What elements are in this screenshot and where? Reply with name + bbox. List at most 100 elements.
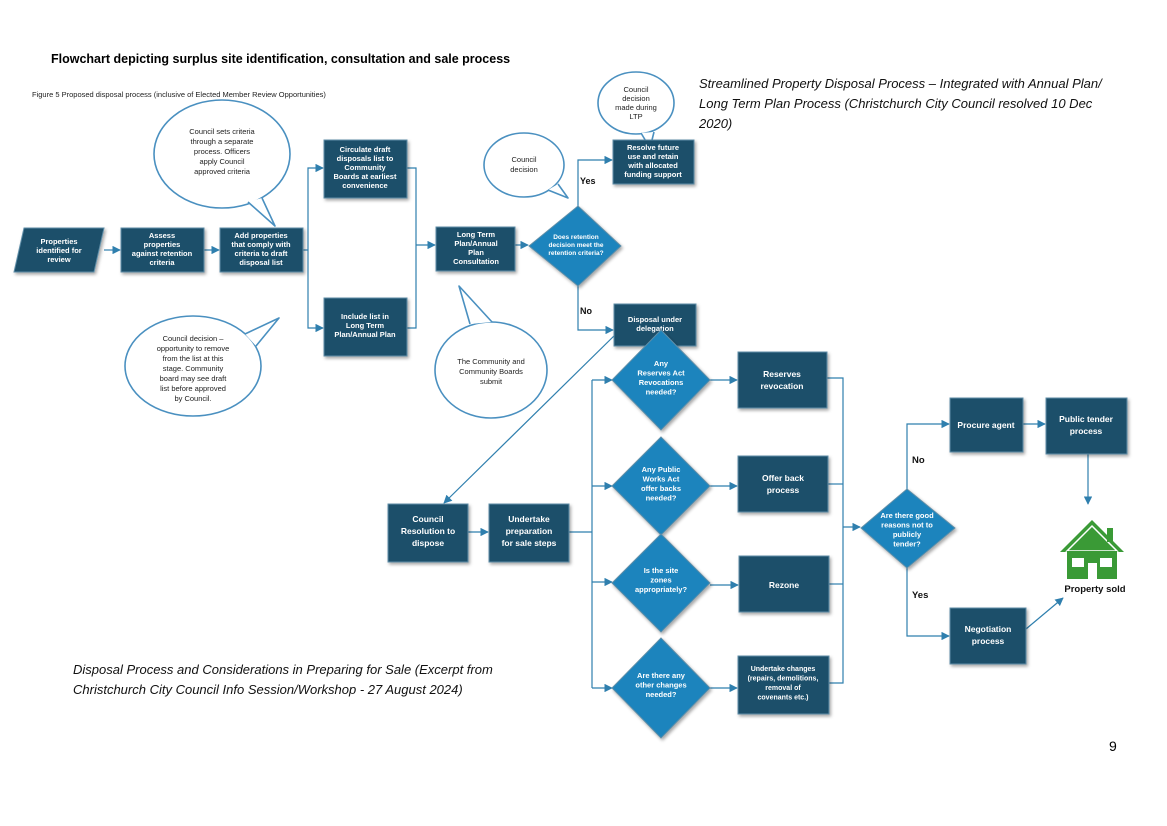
callout-criteria: [153, 99, 291, 227]
undertake-changes-text: Undertake changes (repairs, demolitions, r…: [748, 666, 819, 702]
text-line: process: [1070, 426, 1103, 436]
text-line: Any: [654, 359, 669, 368]
circulate-draft-box: [323, 139, 408, 199]
text-line: Works Act: [643, 475, 680, 484]
text-line: for sale steps: [502, 538, 557, 548]
text-line: against retention: [132, 249, 193, 258]
text-line: Assess: [149, 231, 175, 240]
text-line: Is the site: [644, 566, 679, 575]
text-line: Plan/Annual Plan: [334, 330, 396, 339]
text-line: approved criteria: [194, 167, 251, 176]
text-line: Offer back: [762, 473, 804, 483]
other-changes-diamond: [611, 637, 711, 739]
text-line: needed?: [646, 494, 677, 503]
text-line: Long Term: [346, 321, 385, 330]
text-line: revocation: [761, 381, 804, 391]
label-no-tender: No: [912, 455, 925, 466]
text-line: decision: [510, 165, 538, 174]
text-line: use and retain: [628, 152, 679, 161]
callout-ltp-decision: [597, 71, 675, 149]
text-line: review: [47, 255, 71, 264]
page-title: Flowchart depicting surplus site identif…: [51, 52, 511, 66]
text-line: reasons not to: [881, 521, 933, 530]
text-line: needed?: [646, 388, 677, 397]
text-line: Consultation: [453, 257, 499, 266]
text-line: (repairs, demolitions,: [748, 676, 819, 683]
text-line: list before approved: [160, 384, 226, 393]
text-line: Public tender: [1059, 414, 1114, 424]
text-line: Community: [344, 163, 386, 172]
connector-retention-yes: [577, 155, 613, 206]
text-line: Undertake changes: [751, 666, 816, 673]
property-sold-label: Property sold: [1064, 584, 1125, 595]
page-number: 9: [1109, 738, 1117, 754]
text-line: tender?: [893, 540, 921, 549]
text-line: criteria: [149, 258, 175, 267]
text-line: Properties: [40, 237, 77, 246]
properties-identified-shape: [13, 227, 105, 273]
note-streamlined-process: Streamlined Property Disposal Process – …: [699, 76, 1102, 131]
rezone-box: [738, 555, 830, 613]
text-line: Negotiation: [965, 624, 1012, 634]
text-line: Council: [511, 155, 536, 164]
ltp-consultation-box: [435, 226, 516, 272]
text-line: Procure agent: [957, 420, 1014, 430]
assess-properties-box: [120, 227, 205, 273]
text-line: from the list at this: [163, 354, 224, 363]
text-line: LTP: [629, 112, 642, 121]
text-line: Council decision –: [163, 334, 225, 343]
text-line: Resolve future: [627, 143, 679, 152]
negotiation-box: [949, 607, 1027, 665]
text-line: that comply with: [231, 240, 291, 249]
text-line: by Council.: [174, 394, 211, 403]
procure-agent-box: [949, 397, 1024, 453]
callout-council-decision: [483, 132, 569, 199]
add-properties-box: [219, 227, 304, 273]
public-tender-box: [1045, 397, 1128, 455]
text-line: Any Public: [642, 465, 681, 474]
text-line: removal of: [765, 685, 801, 692]
callouts: [124, 71, 675, 419]
bottom-flow-labels: No Yes: [912, 455, 928, 601]
undertake-prep-box: [488, 503, 570, 563]
connector-split-include: [307, 250, 324, 333]
text-line: apply Council: [199, 157, 244, 166]
text-line: submit: [480, 377, 503, 386]
text-line: decision meet the: [549, 242, 604, 249]
text-line: Reserves Act: [637, 369, 685, 378]
text-line: dispose: [412, 538, 444, 548]
include-list-box: [323, 297, 408, 357]
site-zoned-diamond: [611, 533, 711, 633]
text-line: offer backs: [641, 484, 681, 493]
connector-negotiation-sold: [1025, 597, 1064, 630]
connector-retention-no: [577, 286, 614, 335]
connector-delegation-resolution: [443, 331, 619, 504]
text-line: through a separate: [191, 137, 254, 146]
connector-outcomes-merge: [827, 377, 844, 684]
text-line: with allocated: [627, 161, 678, 170]
text-line: Are there good: [880, 511, 934, 520]
text-line: properties: [144, 240, 181, 249]
text-line: covenants etc.): [758, 695, 809, 702]
reserves-revocation-box: [737, 351, 828, 409]
reserves-act-diamond: [611, 329, 711, 431]
text-line: made during: [615, 103, 657, 112]
text-line: Plan: [468, 248, 484, 257]
text-line: Community Boards: [459, 367, 523, 376]
connector-split-circulate: [307, 163, 324, 250]
text-line: Long Term: [457, 230, 496, 239]
